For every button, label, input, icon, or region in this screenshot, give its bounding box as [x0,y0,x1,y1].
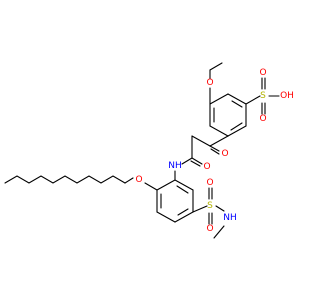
molecule-diagram: O S O O OH O O NH O S O O NH [0,0,300,300]
amide-nitrogen-label: NH [168,161,182,171]
lower-benzene-ring [156,179,194,223]
sulfonamide-group [192,187,225,239]
sulfonamide-oxygen-bottom-label: O [206,224,213,234]
sulfonic-sulfur-label: S [260,91,266,101]
sulfonic-oxygen-bottom-label: O [259,114,266,124]
sulfonic-oxygen-top-label: O [259,68,266,78]
ketone-oxygen-label: O [221,149,228,159]
sulfonamide-sulfur-label: S [207,201,213,211]
amide-oxygen-label: O [203,162,210,172]
sulfonic-hydroxyl-label: OH [280,91,294,101]
background [0,0,300,300]
upper-benzene-ring [209,93,247,137]
methoxy-oxygen-label: O [206,78,213,88]
sulfonamide-oxygen-top-label: O [206,178,213,188]
ether-oxygen-label: O [135,175,142,185]
keto-amide-chain [174,135,229,181]
hexadecyloxy-chain [4,175,158,191]
methoxy-group [209,62,223,105]
sulfonic-acid-group [245,77,280,115]
molecule-svg: O S O O OH O O NH O S O O NH [0,0,300,300]
sulfonamide-nitrogen-label: NH [223,213,237,223]
